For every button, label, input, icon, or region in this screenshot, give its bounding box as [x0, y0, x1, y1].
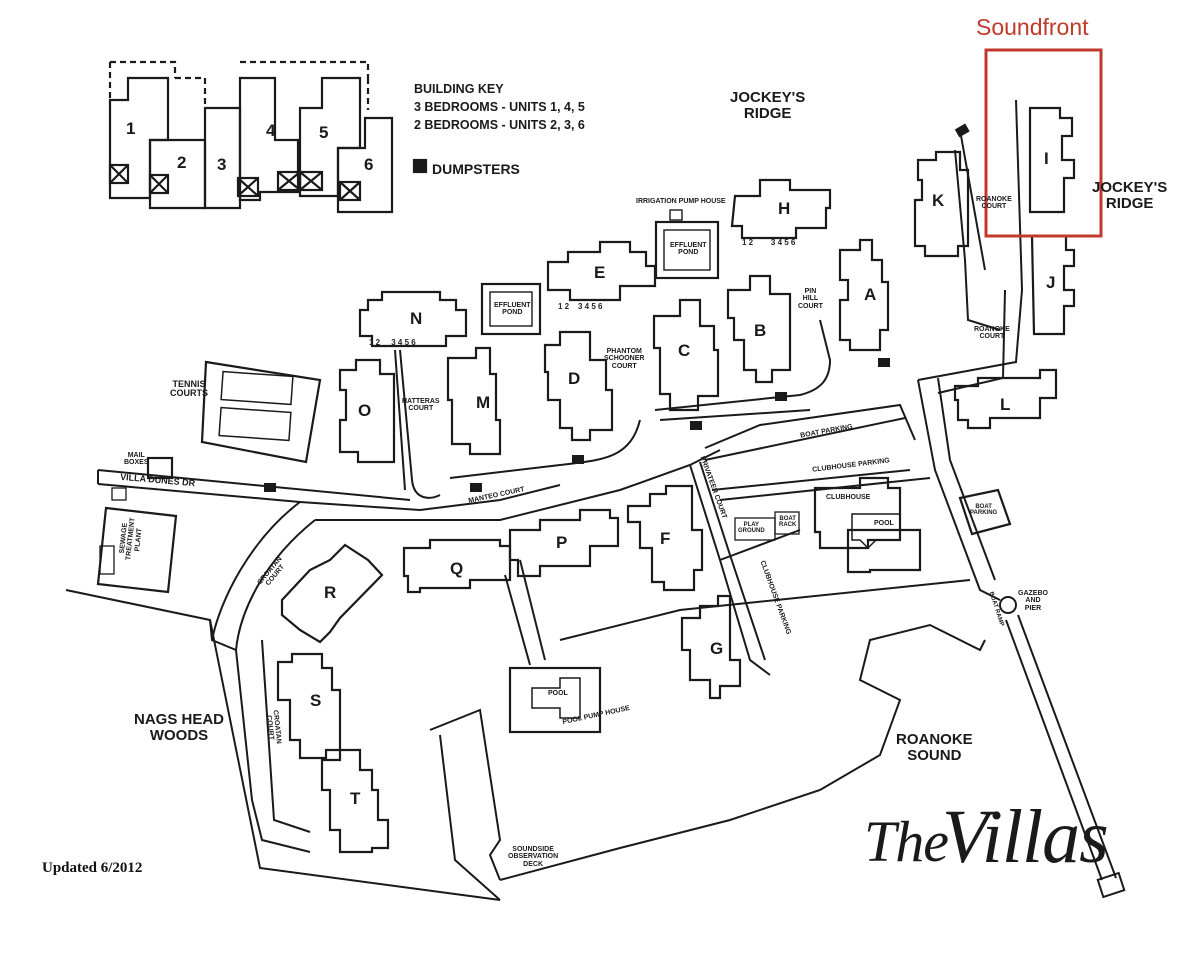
key-unit-1: 1: [126, 119, 136, 138]
effluent-pond-2-label: EFFLUENT POND: [670, 242, 707, 257]
logo-villas: Villas: [942, 795, 1109, 879]
phantom-schooner-court-label: PHANTOM SCHOONER COURT: [604, 348, 645, 370]
building-s[interactable]: S: [310, 691, 322, 710]
sewage-plant-label: SEWAGE TREATMENT PLANT: [118, 517, 144, 561]
roads: [65, 99, 1126, 901]
boat-parking-right-label: BOAT PARKING: [970, 504, 998, 517]
building-l[interactable]: L: [1000, 395, 1011, 414]
clubhouse-label: CLUBHOUSE: [826, 494, 871, 501]
building-c[interactable]: C: [678, 341, 691, 360]
building-e[interactable]: E: [594, 263, 606, 282]
updated-date: Updated 6/2012: [42, 860, 143, 876]
key-unit-6: 6: [364, 155, 374, 174]
dumpster-key-icon: [412, 158, 428, 174]
soundfront-highlight-box: [984, 48, 1103, 238]
building-d[interactable]: D: [568, 369, 581, 388]
nags-head-woods-label: NAGS HEAD WOODS: [134, 711, 225, 744]
building-outlines: [96, 106, 1076, 854]
building-q[interactable]: Q: [450, 559, 464, 578]
tennis-courts-label: TENNIS COURTS: [170, 379, 208, 399]
building-i[interactable]: I: [1044, 149, 1049, 168]
jockeys-ridge-right-label: JOCKEY'S RIDGE: [1092, 179, 1168, 212]
building-h[interactable]: H: [778, 199, 791, 218]
gazebo-pier-label: GAZEBO AND PIER: [1018, 590, 1048, 612]
building-g[interactable]: G: [710, 639, 724, 658]
effluent-pond-1-label: EFFLUENT POND: [494, 302, 531, 317]
building-p[interactable]: P: [556, 533, 568, 552]
boat-rack-label: BOAT RACK: [779, 516, 797, 529]
hatteras-court-label: HATTERAS COURT: [402, 398, 440, 413]
soundside-deck-label: SOUNDSIDE OBSERVATION DECK: [508, 846, 559, 868]
pool-1-label: POOL: [874, 520, 894, 527]
key-unit-3: 3: [217, 155, 227, 174]
jockeys-ridge-top-label: JOCKEY'S RIDGE: [730, 89, 806, 122]
building-b[interactable]: B: [754, 321, 767, 340]
playground-label: PLAY GROUND: [738, 522, 765, 535]
soundfront-label: Soundfront: [976, 14, 1089, 40]
irrigation-pump-house-label: IRRIGATION PUMP HOUSE: [636, 198, 726, 205]
building-key-diagram: [108, 60, 394, 214]
key-unit-2: 2: [177, 153, 187, 172]
roanoke-sound-label: ROANOKE SOUND: [896, 731, 973, 764]
building-key-line2: 2 BEDROOMS - UNITS 2, 3, 6: [414, 118, 585, 132]
roanoke-court-1-label: ROANOKE COURT: [976, 196, 1012, 211]
building-a[interactable]: A: [864, 285, 877, 304]
mail-boxes-label: MAIL BOXES: [124, 452, 149, 467]
building-o[interactable]: O: [358, 401, 372, 420]
building-n[interactable]: N: [410, 309, 423, 328]
unit-numbers-h: 1 2 3 4 5 6: [742, 238, 796, 247]
pin-hill-court-label: PIN HILL COURT: [798, 288, 823, 310]
pool-2-label: POOL: [548, 690, 568, 697]
building-k[interactable]: K: [932, 191, 945, 210]
building-key-title: BUILDING KEY: [414, 82, 504, 96]
building-j[interactable]: J: [1046, 273, 1056, 292]
key-unit-5: 5: [319, 123, 329, 142]
logo-the: The: [864, 809, 949, 874]
building-key-line1: 3 BEDROOMS - UNITS 1, 4, 5: [414, 100, 585, 114]
building-m[interactable]: M: [476, 393, 491, 412]
building-f[interactable]: F: [660, 529, 671, 548]
roanoke-court-2-label: ROANOKE COURT: [974, 326, 1010, 341]
building-t[interactable]: T: [350, 789, 361, 808]
building-r[interactable]: R: [324, 583, 337, 602]
unit-numbers-n: 1 2 3 4 5 6: [369, 338, 416, 347]
key-unit-4: 4: [266, 121, 276, 140]
dumpster-markers: [264, 123, 970, 492]
dumpsters-key-label: DUMPSTERS: [432, 161, 520, 177]
unit-numbers-e: 1 2 3 4 5 6: [558, 302, 603, 311]
